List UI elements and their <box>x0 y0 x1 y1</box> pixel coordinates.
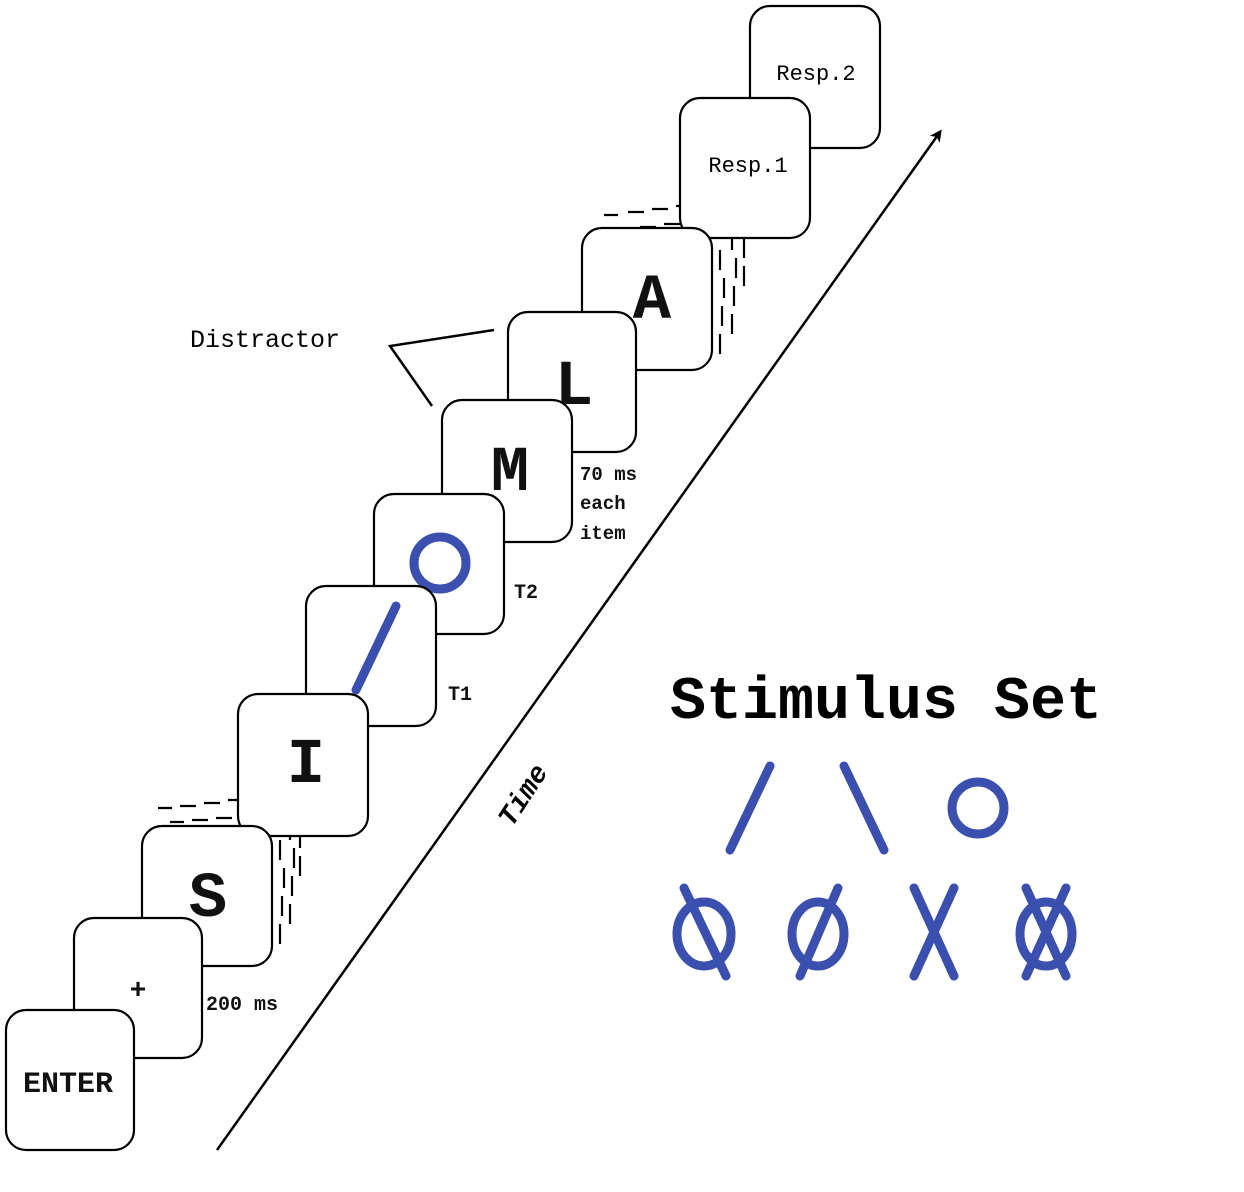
resp2-label: Resp.2 <box>776 62 855 87</box>
mask-circle-x <box>1015 883 1077 981</box>
stimulus-set: Stimulus Set <box>670 669 1102 981</box>
distractor-pointer <box>387 328 495 407</box>
frame-resp1: Resp.1 <box>678 96 812 240</box>
distractor-callout: Distractor <box>190 326 495 407</box>
t1-slash-stimulus <box>351 601 401 695</box>
mask-circle-slash-narrow <box>787 883 849 981</box>
item-duration-line2: each <box>580 493 626 515</box>
mask-x-cross <box>909 883 959 981</box>
item-duration-line3: item <box>580 523 626 545</box>
distractor-letter-i: I <box>287 730 325 802</box>
resp1-label: Resp.1 <box>708 154 787 179</box>
target-circle <box>947 777 1009 839</box>
enter-label: ENTER <box>23 1068 113 1102</box>
t2-circle-stimulus <box>409 532 471 594</box>
item-duration-line1: 70 ms <box>580 464 637 486</box>
frame-t1 <box>304 584 438 728</box>
distractor-label: Distractor <box>190 326 340 355</box>
target-forward-slash <box>725 761 775 855</box>
t1-label: T1 <box>448 684 472 707</box>
t2-label: T2 <box>514 582 538 605</box>
distractor-letter-a: A <box>633 266 672 338</box>
fixation-cross: + <box>130 976 147 1007</box>
mask-circle-slash <box>672 883 736 981</box>
time-arrow <box>215 129 942 1151</box>
time-axis-label: Time <box>494 760 557 833</box>
fixation-duration-label: 200 ms <box>206 994 278 1017</box>
frame-i: I <box>236 692 370 838</box>
frame-enter: ENTER <box>4 1008 136 1152</box>
target-backslash <box>839 761 889 855</box>
stimulus-set-title: Stimulus Set <box>670 669 1102 737</box>
